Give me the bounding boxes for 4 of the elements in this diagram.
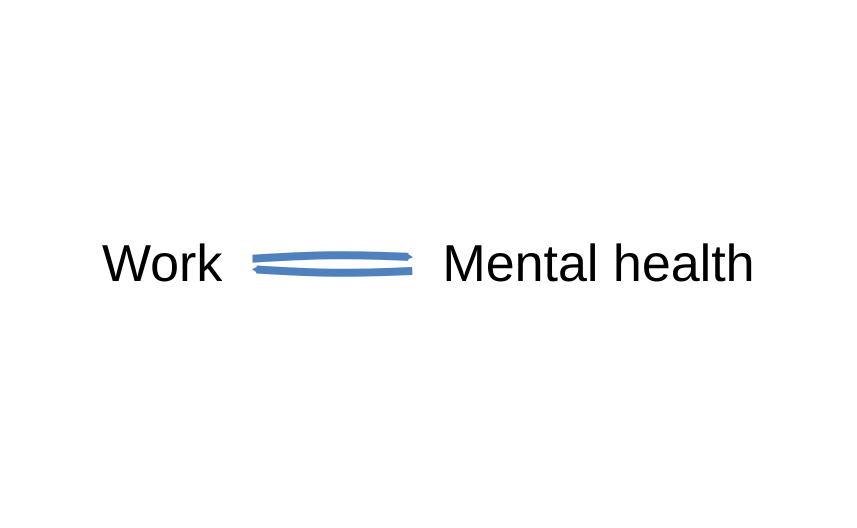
node-text: Mental health <box>442 235 755 293</box>
arrow <box>252 251 413 263</box>
node-text: Work <box>102 235 223 293</box>
arrow <box>252 265 413 277</box>
